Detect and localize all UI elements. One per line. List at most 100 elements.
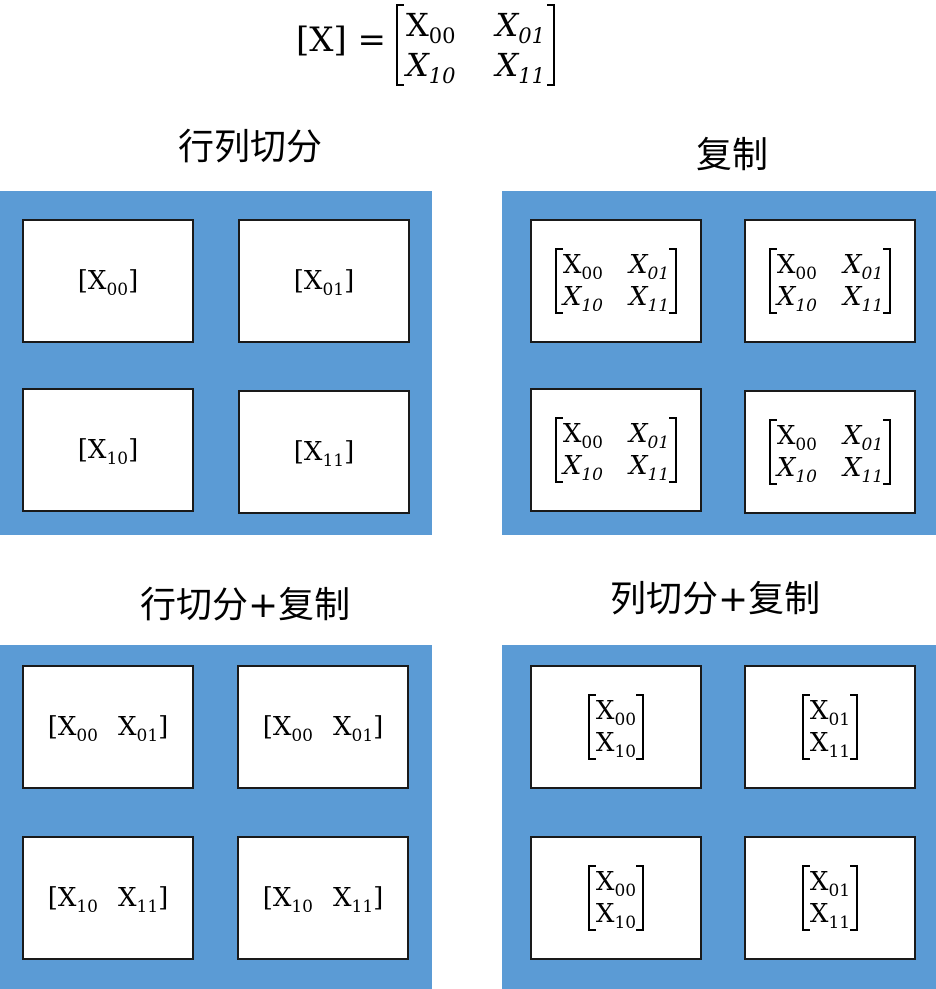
matrix-entry: X10 (562, 282, 603, 316)
left-bracket: [ (262, 883, 273, 913)
title-row-split-replicate: 行切分+复制 (140, 585, 351, 626)
box-content: [X00 X01] (47, 712, 169, 746)
left-bracket: [ (47, 883, 58, 913)
matrix-entry: X00 (595, 867, 637, 901)
title-row-col-split: 行列切分 (178, 127, 323, 168)
matrix-entry: X11 (809, 728, 851, 762)
matrix-entry: X00 (272, 712, 313, 746)
matrix-entry: X11 (118, 883, 159, 917)
matrix-entry: X01 (629, 419, 670, 453)
title-col-split-replicate: 列切分+复制 (610, 579, 821, 620)
right-bracket: ] (373, 712, 384, 742)
device-box: [X10 X11] (237, 836, 409, 960)
matrix-entry: X11 (333, 883, 374, 917)
matrix-entry: X00 (562, 419, 603, 453)
right-bracket: ] (128, 266, 139, 296)
matrix-entry: X10 (595, 728, 637, 762)
left-bracket: [ (293, 266, 304, 296)
device-box: [X00 X01] (22, 665, 194, 789)
device-box: [X00 X01] (237, 665, 409, 789)
matrix-entry: X01 (333, 712, 374, 746)
right-bracket: ] (344, 437, 355, 467)
box-content: [X10] (77, 435, 139, 469)
device-box: [X01] (238, 219, 410, 343)
left-bracket: [ (77, 435, 88, 465)
matrix-entry: X10 (87, 435, 129, 469)
matrix-entry: X10 (272, 883, 313, 917)
matrix-entry: X11 (629, 282, 670, 316)
title-replicate: 复制 (696, 135, 769, 176)
box-content: [X01] (293, 266, 355, 300)
matrix-entry: X10 (406, 46, 456, 88)
matrix-entry: X00 (562, 250, 603, 284)
matrix-entry: X00 (776, 421, 817, 455)
matrix-entry: X10 (776, 282, 817, 316)
equation-lhs: [X] = (296, 20, 387, 60)
matrix-entry: X01 (629, 250, 670, 284)
right-bracket: ] (373, 883, 384, 913)
matrix-entry: X11 (843, 282, 884, 316)
matrix-entry: X11 (629, 451, 670, 485)
right-bracket: ] (344, 266, 355, 296)
right-bracket: ] (158, 712, 169, 742)
left-bracket: [ (77, 266, 88, 296)
matrix-entry: X01 (809, 696, 851, 730)
matrix-entry: X00 (595, 696, 637, 730)
matrix-entry: X01 (843, 250, 884, 284)
left-bracket: [ (47, 712, 58, 742)
matrix-entry: X11 (495, 46, 546, 88)
matrix-entry: X01 (495, 6, 546, 48)
device-box: [X11] (238, 390, 410, 514)
matrix-entry: X11 (303, 437, 345, 471)
right-bracket: ] (128, 435, 139, 465)
matrix-entry: X10 (57, 883, 98, 917)
matrix-entry: X01 (118, 712, 159, 746)
box-content: [X00 X01] (262, 712, 384, 746)
left-bracket: [ (293, 437, 304, 467)
matrix-entry: X01 (809, 867, 851, 901)
left-bracket: [ (262, 712, 273, 742)
matrix-entry: X00 (57, 712, 98, 746)
right-bracket: ] (158, 883, 169, 913)
matrix-entry: X11 (809, 899, 851, 933)
matrix-entry: X10 (562, 451, 603, 485)
box-content: [X10 X11] (262, 883, 384, 917)
panel-row-col-split: [X00][X01][X10][X11] (0, 191, 432, 535)
matrix-entry: X10 (776, 453, 817, 487)
box-content: [X00] (77, 266, 139, 300)
box-content: [X10 X11] (47, 883, 169, 917)
matrix-entry: X01 (843, 421, 884, 455)
matrix-entry: X11 (843, 453, 884, 487)
matrix-entry: X00 (776, 250, 817, 284)
matrix-entry: X01 (303, 266, 345, 300)
matrix-entry: X00 (406, 6, 456, 48)
box-content: [X11] (293, 437, 355, 471)
device-box: [X10 X11] (22, 836, 194, 960)
matrix-entry: X00 (87, 266, 129, 300)
